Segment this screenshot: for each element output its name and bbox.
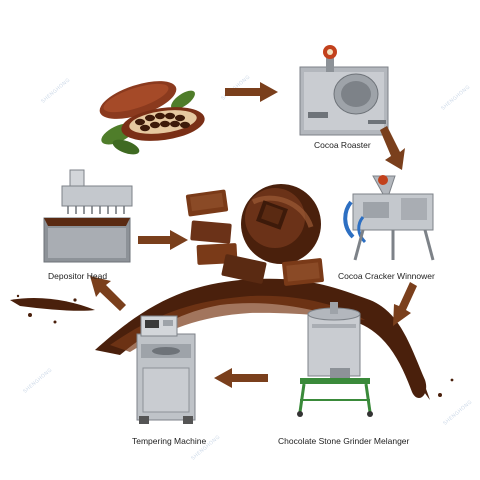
label-tempering-machine: Tempering Machine: [132, 436, 207, 446]
label-stone-grinder-melanger: Chocolate Stone Grinder Melanger: [278, 436, 410, 446]
arrow-up-icon: [90, 276, 126, 311]
cocoa-cracker-winnower-image: [343, 175, 435, 261]
chocolate-pieces-image: [185, 184, 324, 286]
tempering-machine-image: [136, 315, 196, 424]
label-cocoa-cracker-winnower: Cocoa Cracker Winnower: [338, 271, 435, 281]
stone-grinder-melanger-image: [297, 302, 373, 417]
label-cocoa-roaster: Cocoa Roaster: [314, 140, 371, 150]
arrow-down-icon: [380, 126, 405, 170]
depositor-head-image: [43, 169, 133, 263]
cocoa-beans-image: [99, 81, 205, 155]
arrow-right-icon: [138, 230, 188, 250]
label-depositor-head: Depositor Head: [48, 271, 108, 281]
arrow-down-icon: [393, 282, 417, 326]
cocoa-roaster-image: [299, 45, 389, 136]
arrow-right-icon: [225, 82, 278, 102]
arrow-left-icon: [214, 368, 268, 388]
